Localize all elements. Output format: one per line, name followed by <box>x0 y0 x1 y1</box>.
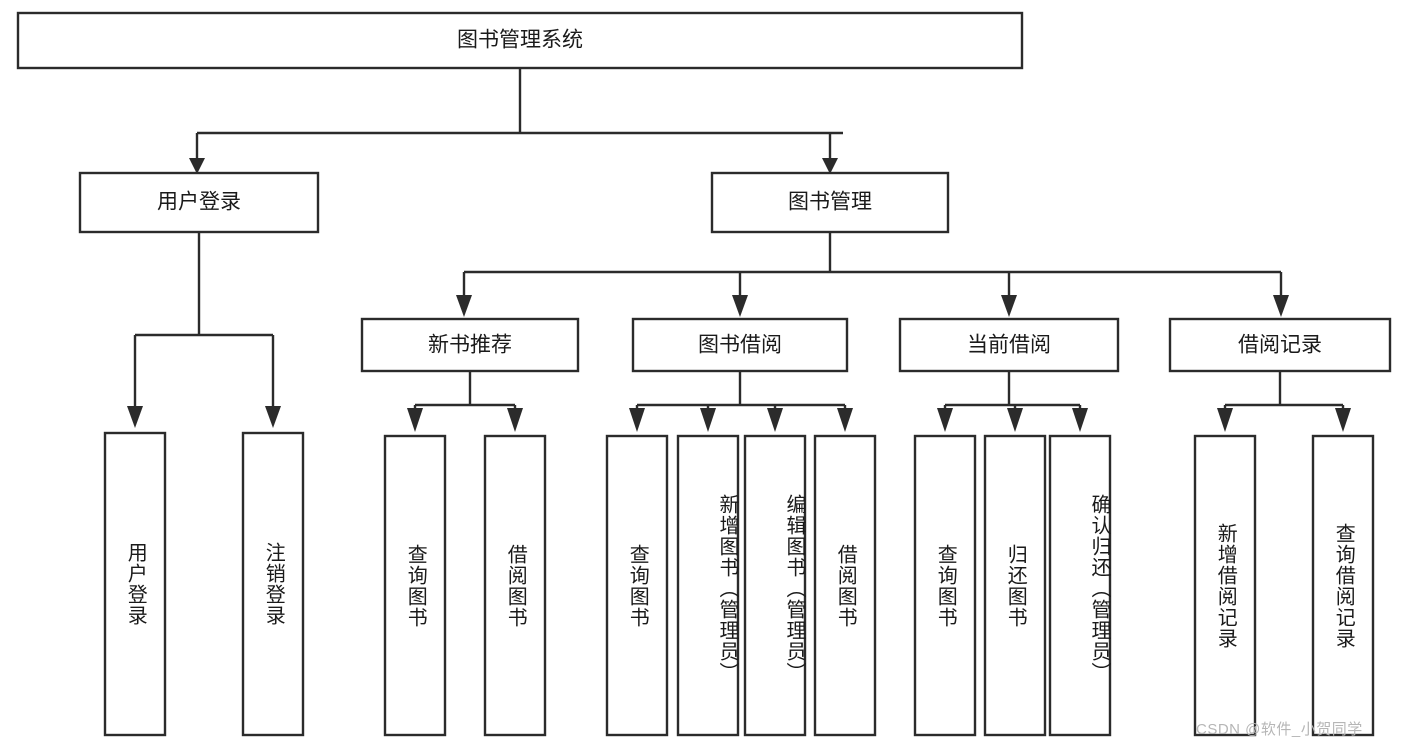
arrowhead-user-login <box>189 158 205 174</box>
arrowhead-leaf-current-borrow-2 <box>1007 408 1023 432</box>
arrowhead-leaf-borrow-record-1 <box>1217 408 1233 432</box>
leaf-current-borrow-1-box[interactable] <box>983 434 1047 737</box>
arrowhead-current-borrow <box>1001 295 1017 317</box>
leaf-borrow-record-1-box[interactable] <box>1311 434 1375 737</box>
node-borrow-record-box[interactable] <box>1168 317 1392 373</box>
arrowhead-leaf-book-borrow-2 <box>700 408 716 432</box>
leaf-current-borrow-0-box[interactable] <box>913 434 977 737</box>
arrowhead-leaf-borrow-record-2 <box>1335 408 1351 432</box>
node-book-borrow-box[interactable] <box>631 317 849 373</box>
node-root-box[interactable] <box>16 11 1024 70</box>
leaf-new-book-recommend-1-box[interactable] <box>483 434 547 737</box>
leaf-book-borrow-1-box[interactable] <box>676 434 740 737</box>
node-book-manage-box[interactable] <box>710 171 950 234</box>
arrowhead-leaf-book-borrow-3 <box>767 408 783 432</box>
leaf-borrow-record-0-box[interactable] <box>1193 434 1257 737</box>
csdn-watermark: CSDN @软件_小贺同学 <box>1196 721 1363 738</box>
node-current-borrow-label: 当前借阅 <box>967 334 1051 357</box>
leaf-current-borrow-2-box[interactable] <box>1048 434 1112 737</box>
arrowhead-leaf-new-book-2 <box>507 408 523 432</box>
arrowhead-leaf-user-login-2 <box>265 406 281 428</box>
node-book-manage-label: 图书管理 <box>788 191 872 214</box>
arrowhead-leaf-new-book-1 <box>407 408 423 432</box>
node-root-label: 图书管理系统 <box>457 29 583 52</box>
node-new-book-recommend-label: 新书推荐 <box>428 334 512 357</box>
arrowhead-leaf-current-borrow-3 <box>1072 408 1088 432</box>
node-book-borrow-label: 图书借阅 <box>698 334 782 357</box>
arrowhead-book-manage <box>822 158 838 174</box>
node-borrow-record-label: 借阅记录 <box>1238 334 1322 357</box>
node-current-borrow-box[interactable] <box>898 317 1120 373</box>
arrowhead-leaf-current-borrow-1 <box>937 408 953 432</box>
arrowhead-book-borrow <box>732 295 748 317</box>
arrowhead-borrow-record <box>1273 295 1289 317</box>
node-user-login-label: 用户登录 <box>157 191 241 214</box>
leaf-book-borrow-0-box[interactable] <box>605 434 669 737</box>
arrowhead-new-book <box>456 295 472 317</box>
arrowhead-leaf-user-login-1 <box>127 406 143 428</box>
node-new-book-recommend-box[interactable] <box>360 317 580 373</box>
leaf-user-login-0-box[interactable] <box>103 431 167 737</box>
leaf-book-borrow-3-box[interactable] <box>813 434 877 737</box>
leaf-user-login-1-box[interactable] <box>241 431 305 737</box>
arrowhead-leaf-book-borrow-4 <box>837 408 853 432</box>
leaf-book-borrow-2-box[interactable] <box>743 434 807 737</box>
leaf-new-book-recommend-0-box[interactable] <box>383 434 447 737</box>
arrowhead-leaf-book-borrow-1 <box>629 408 645 432</box>
